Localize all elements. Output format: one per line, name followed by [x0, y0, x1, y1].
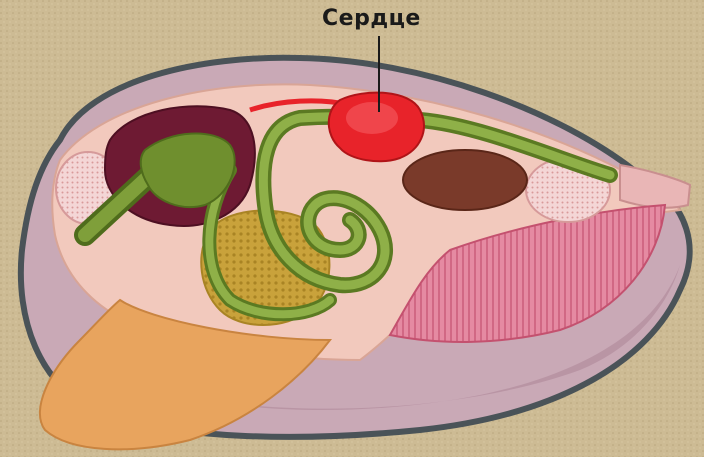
heart-label: Сердце — [322, 6, 421, 31]
heart-ventricle — [346, 102, 398, 134]
kidney — [403, 150, 527, 210]
